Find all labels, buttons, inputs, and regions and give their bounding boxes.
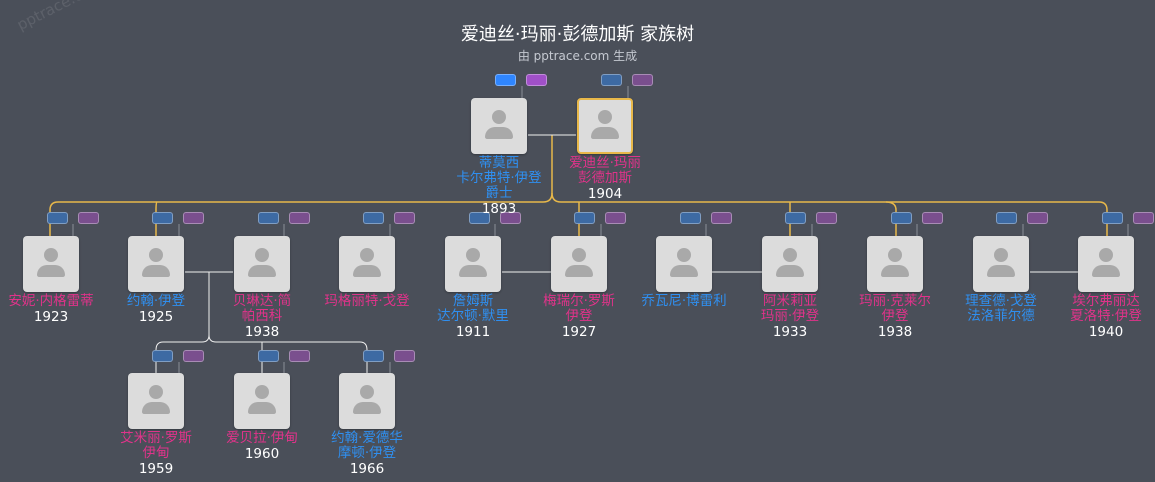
birth-year: 1923 bbox=[33, 309, 69, 325]
parents-tag-father[interactable] bbox=[152, 350, 173, 362]
avatar[interactable] bbox=[656, 236, 712, 292]
birth-year: 1966 bbox=[349, 461, 385, 477]
person-icon bbox=[994, 248, 1008, 262]
person-icon bbox=[677, 248, 691, 262]
person-name: 玛丽·克莱尔 伊登 bbox=[859, 293, 931, 324]
person-name: 詹姆斯 达尔顿·默里 bbox=[437, 293, 509, 324]
person-name: 安妮·内格雷蒂 bbox=[8, 293, 94, 309]
person-name: 贝琳达·简 帕西科 bbox=[232, 293, 292, 324]
parents-tag-mother[interactable] bbox=[289, 350, 310, 362]
parents-tag-father[interactable] bbox=[785, 212, 806, 224]
parents-tag-mother[interactable] bbox=[526, 74, 547, 86]
person-name: 阿米莉亚 玛丽·伊登 bbox=[760, 293, 820, 324]
person-name: 爱贝拉·伊甸 bbox=[226, 430, 298, 446]
person-icon bbox=[466, 248, 480, 262]
parents-tag-father[interactable] bbox=[996, 212, 1017, 224]
person-name: 爱迪丝·玛丽 彭德加斯 bbox=[569, 155, 641, 186]
parents-tag-mother[interactable] bbox=[500, 212, 521, 224]
parents-tag-father[interactable] bbox=[601, 74, 622, 86]
parents-tag-father[interactable] bbox=[363, 350, 384, 362]
person-name: 蒂莫西 卡尔弗特·伊登 爵士 bbox=[456, 155, 542, 201]
parents-tag-mother[interactable] bbox=[632, 74, 653, 86]
parents-tag-mother[interactable] bbox=[605, 212, 626, 224]
avatar[interactable] bbox=[551, 236, 607, 292]
parents-tag-father[interactable] bbox=[363, 212, 384, 224]
person-icon bbox=[44, 248, 58, 262]
parents-tag-father[interactable] bbox=[469, 212, 490, 224]
parents-tag-mother[interactable] bbox=[816, 212, 837, 224]
parents-tag-father[interactable] bbox=[152, 212, 173, 224]
person-name: 梅瑞尔·罗斯 伊登 bbox=[543, 293, 615, 324]
avatar[interactable] bbox=[23, 236, 79, 292]
parents-tag-mother[interactable] bbox=[1027, 212, 1048, 224]
parents-tag-mother[interactable] bbox=[394, 212, 415, 224]
avatar[interactable] bbox=[973, 236, 1029, 292]
person-name: 玛格丽特·戈登 bbox=[324, 293, 410, 309]
parents-tag-mother[interactable] bbox=[78, 212, 99, 224]
parents-tag-mother[interactable] bbox=[183, 350, 204, 362]
birth-year: 1911 bbox=[455, 324, 491, 340]
birth-year: 1940 bbox=[1088, 324, 1124, 340]
avatar[interactable] bbox=[762, 236, 818, 292]
parents-tag-father[interactable] bbox=[258, 350, 279, 362]
avatar[interactable] bbox=[1078, 236, 1134, 292]
avatar[interactable] bbox=[128, 236, 184, 292]
avatar[interactable] bbox=[445, 236, 501, 292]
person-icon bbox=[149, 248, 163, 262]
parents-tag-father[interactable] bbox=[258, 212, 279, 224]
parents-tag-father[interactable] bbox=[891, 212, 912, 224]
birth-year: 1938 bbox=[877, 324, 913, 340]
person-name: 理查德·戈登 法洛菲尔德 bbox=[965, 293, 1037, 324]
person-name: 乔瓦尼·博雷利 bbox=[641, 293, 727, 309]
birth-year: 1904 bbox=[587, 186, 623, 202]
parents-tag-mother[interactable] bbox=[711, 212, 732, 224]
page-title: 爱迪丝·玛丽·彭德加斯 家族树 bbox=[460, 24, 695, 45]
birth-year: 1960 bbox=[244, 446, 280, 462]
person-name: 约翰·爱德华 摩顿·伊登 bbox=[331, 430, 403, 461]
avatar[interactable] bbox=[128, 373, 184, 429]
avatar[interactable] bbox=[867, 236, 923, 292]
person-icon bbox=[255, 248, 269, 262]
avatar[interactable] bbox=[234, 236, 290, 292]
birth-year: 1938 bbox=[244, 324, 280, 340]
avatar[interactable] bbox=[339, 236, 395, 292]
person-icon bbox=[360, 248, 374, 262]
person-icon bbox=[1099, 248, 1113, 262]
parents-tag-father[interactable] bbox=[47, 212, 68, 224]
person-icon bbox=[360, 385, 374, 399]
parents-tag-mother[interactable] bbox=[1133, 212, 1154, 224]
person-icon bbox=[598, 110, 612, 124]
parents-tag-father[interactable] bbox=[574, 212, 595, 224]
page-subtitle: 由 pptrace.com 生成 bbox=[517, 49, 638, 63]
parents-tag-mother[interactable] bbox=[289, 212, 310, 224]
avatar[interactable] bbox=[577, 98, 633, 154]
parents-tag-father[interactable] bbox=[495, 74, 516, 86]
birth-year: 1959 bbox=[138, 461, 174, 477]
person-icon bbox=[149, 385, 163, 399]
parents-tag-father[interactable] bbox=[680, 212, 701, 224]
person-name: 埃尔弗丽达 夏洛特·伊登 bbox=[1070, 293, 1142, 324]
parents-tag-mother[interactable] bbox=[922, 212, 943, 224]
person-icon bbox=[255, 385, 269, 399]
avatar[interactable] bbox=[339, 373, 395, 429]
person-name: 艾米丽·罗斯 伊甸 bbox=[120, 430, 192, 461]
person-icon bbox=[572, 248, 586, 262]
birth-year: 1925 bbox=[138, 309, 174, 325]
person-icon bbox=[783, 248, 797, 262]
birth-year: 1933 bbox=[772, 324, 808, 340]
parents-tag-father[interactable] bbox=[1102, 212, 1123, 224]
avatar[interactable] bbox=[471, 98, 527, 154]
person-name: 约翰·伊登 bbox=[126, 293, 186, 309]
parents-tag-mother[interactable] bbox=[394, 350, 415, 362]
person-icon bbox=[492, 110, 506, 124]
birth-year: 1893 bbox=[481, 201, 517, 217]
person-icon bbox=[888, 248, 902, 262]
parents-tag-mother[interactable] bbox=[183, 212, 204, 224]
birth-year: 1927 bbox=[561, 324, 597, 340]
avatar[interactable] bbox=[234, 373, 290, 429]
